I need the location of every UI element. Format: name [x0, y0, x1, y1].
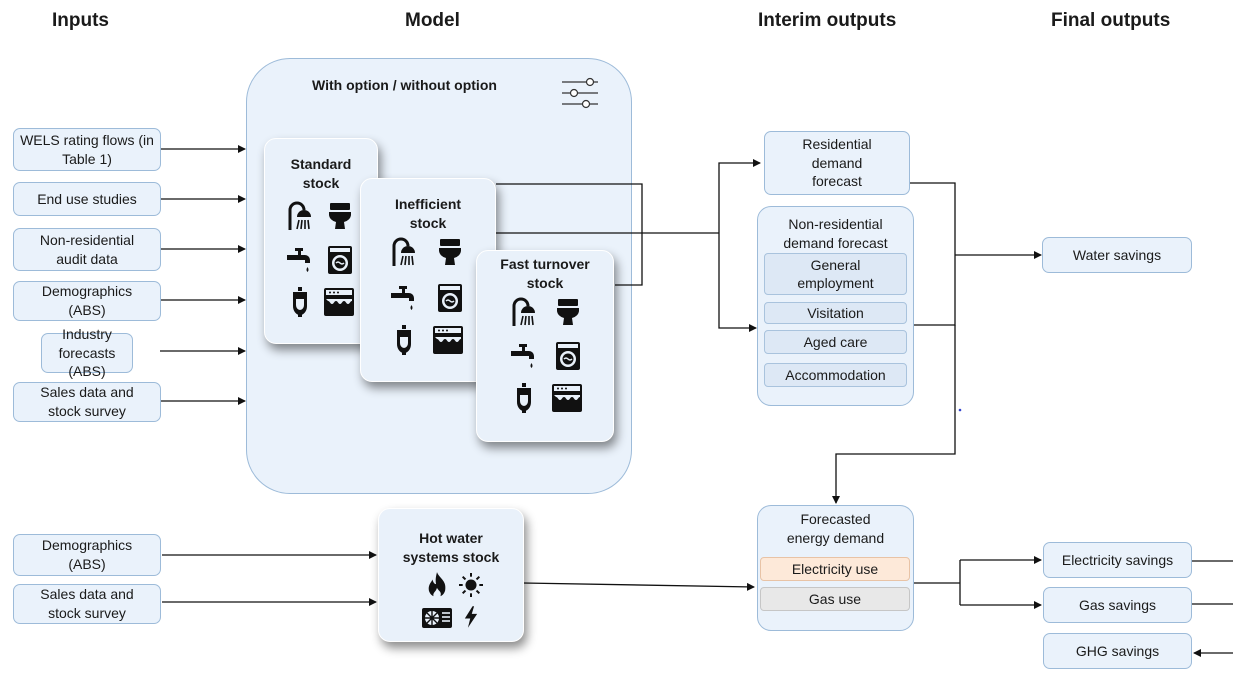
- gas-savings: Gas savings: [1043, 587, 1192, 623]
- sliders-icon: [562, 77, 598, 109]
- toilet-icon: [437, 237, 463, 267]
- tap-icon: [511, 341, 537, 371]
- electricity-use: Electricity use: [760, 557, 910, 581]
- electricity-savings: Electricity savings: [1043, 542, 1192, 578]
- tap-icon: [287, 245, 313, 275]
- header-final-outputs: Final outputs: [1051, 10, 1171, 31]
- input-wels-rating-flows: WELS rating flows (in Table 1): [13, 128, 161, 171]
- residential-demand-forecast: Residential demand forecast: [764, 131, 910, 195]
- header-inputs: Inputs: [52, 10, 109, 31]
- flame-icon: [425, 571, 449, 599]
- category-accommodation: Accommodation: [764, 363, 907, 387]
- shower-icon: [511, 297, 537, 327]
- shower-icon: [391, 237, 417, 267]
- hot-water-systems-stock-title: Hot water systems stock: [402, 530, 500, 565]
- sun-icon: [459, 571, 483, 599]
- fast-turnover-stock-card: Fast turnover stock: [476, 250, 614, 442]
- water-savings: Water savings: [1042, 237, 1192, 273]
- toilet-icon: [327, 201, 353, 231]
- urinal-icon: [287, 287, 313, 317]
- header-interim-outputs: Interim outputs: [758, 10, 897, 31]
- standard-stock-title: Standard stock: [290, 156, 352, 191]
- inefficient-stock-title: Inefficient stock: [394, 196, 462, 231]
- dishwasher-icon: [323, 287, 355, 317]
- urinal-icon: [391, 325, 417, 355]
- heat-pump-icon: [421, 607, 453, 629]
- shower-icon: [287, 201, 313, 231]
- forecasted-energy-demand-title: Forecasted energy demand: [786, 511, 885, 546]
- category-visitation: Visitation: [764, 302, 907, 324]
- category-aged-care: Aged care: [764, 330, 907, 354]
- input-industry-forecasts: Industry forecasts (ABS): [41, 326, 133, 379]
- hot-input-sales-data: Sales data and stock survey: [13, 584, 161, 624]
- tap-icon: [391, 283, 417, 313]
- fast-turnover-stock-title: Fast turnover stock: [500, 256, 590, 291]
- hot-input-demographics: Demographics (ABS): [13, 534, 161, 576]
- gas-use: Gas use: [760, 587, 910, 611]
- washing-machine-icon: [327, 245, 353, 275]
- category-general-employment: General employment: [764, 253, 907, 295]
- model-title: With option / without option: [312, 77, 497, 93]
- lightning-icon: [461, 604, 481, 630]
- dishwasher-icon: [551, 383, 583, 413]
- input-non-residential-audit-data: Non-residential audit data: [13, 228, 161, 271]
- urinal-icon: [511, 383, 537, 413]
- inefficient-stock-card: Inefficient stock: [360, 178, 496, 382]
- input-demographics: Demographics (ABS): [13, 281, 161, 321]
- header-model: Model: [405, 10, 460, 31]
- standard-stock-card: Standard stock: [264, 138, 378, 344]
- toilet-icon: [555, 297, 581, 327]
- input-end-use-studies: End use studies: [13, 182, 161, 216]
- washing-machine-icon: [437, 283, 463, 313]
- input-sales-data: Sales data and stock survey: [13, 382, 161, 422]
- hot-water-systems-stock-card: Hot water systems stock: [378, 508, 524, 642]
- washing-machine-icon: [555, 341, 581, 371]
- dishwasher-icon: [431, 325, 465, 355]
- non-residential-demand-forecast-title: Non-residential demand forecast: [783, 216, 888, 251]
- ghg-savings: GHG savings: [1043, 633, 1192, 669]
